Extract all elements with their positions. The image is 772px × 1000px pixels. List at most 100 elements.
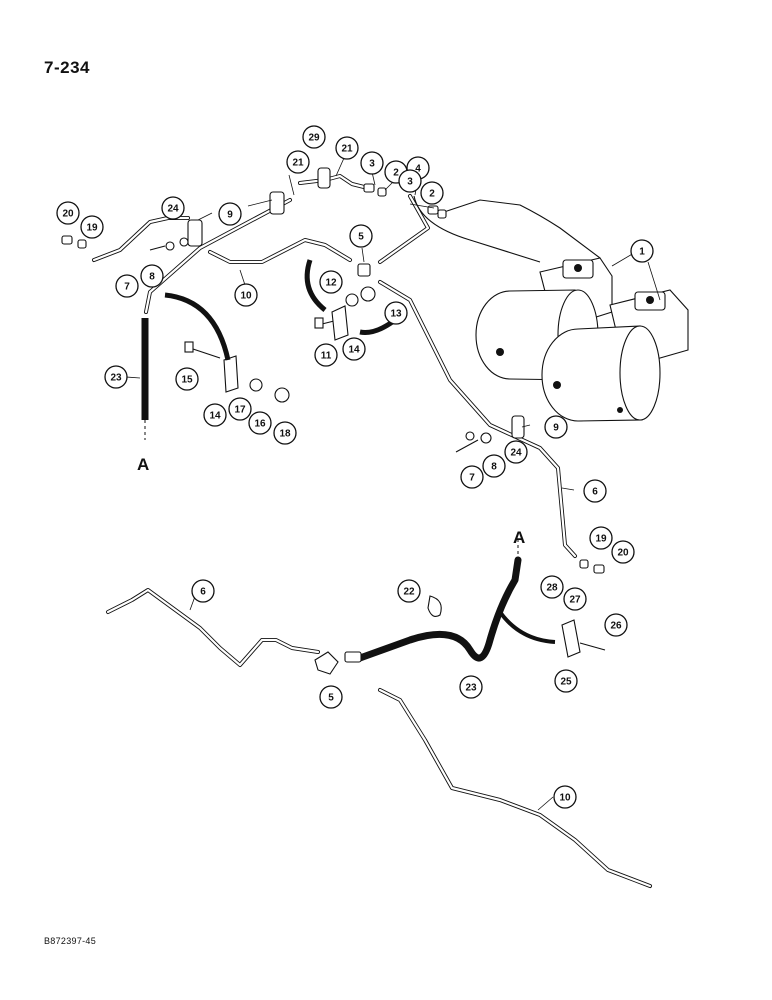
callout-number: 21 [292,158,304,169]
callout-9: 9 [218,202,242,226]
callout-circle [420,181,444,205]
leader-lines [125,157,661,811]
callout-16: 16 [248,411,272,435]
bolts [149,245,606,651]
callout-21: 21 [335,136,359,160]
callout-27: 27 [563,587,587,611]
callout-29: 29 [302,125,326,149]
callout-number: 3 [407,177,413,188]
callout-number: 29 [308,133,320,144]
callout-circle [342,337,366,361]
callout-circle [397,579,421,603]
callout-15: 15 [175,367,199,391]
callout-circle [630,239,654,263]
callout-circle [504,440,528,464]
callout-6: 6 [191,579,215,603]
brackets [223,305,581,658]
callout-circle [349,224,373,248]
callout-circle [360,151,384,175]
callout-number: 24 [167,204,179,215]
callout-10: 10 [234,283,258,307]
callout-circle [228,397,252,421]
callout-24: 24 [161,196,185,220]
fittings [61,183,605,574]
callout-circle [286,150,310,174]
callout-number: 2 [393,168,399,179]
callout-number: 20 [617,548,629,559]
callout-number: 14 [348,345,360,356]
callout-circle [482,454,506,478]
callout-circle [161,196,185,220]
callout-number: 7 [124,282,130,293]
callout-28: 28 [540,575,564,599]
callout-circle [203,403,227,427]
callout-circle [459,675,483,699]
callout-number: 19 [595,534,607,545]
callout-number: 17 [234,405,246,416]
callout-5: 5 [319,685,343,709]
callout-circle [191,579,215,603]
callout-number: 16 [254,419,266,430]
callout-13: 13 [384,301,408,325]
callout-circle [589,526,613,550]
callout-14: 14 [203,403,227,427]
callout-circle [175,367,199,391]
callout-3: 3 [398,169,422,193]
callout-number: 5 [328,693,334,704]
callout-number: 23 [465,683,477,694]
callout-10: 10 [553,785,577,809]
callout-circle [554,669,578,693]
callout-24: 24 [504,440,528,464]
callout-number: 18 [279,429,291,440]
tee-fitting-5-lower [314,651,339,675]
callout-circle [218,202,242,226]
callout-number: 8 [149,272,155,283]
callout-6: 6 [583,479,607,503]
callout-circle [248,411,272,435]
callout-circle [398,169,422,193]
clip-9-upper [187,167,525,439]
callout-number: 22 [403,587,415,598]
callout-25: 25 [554,669,578,693]
callout-number: 2 [429,189,435,200]
callout-circle [563,587,587,611]
clamp-22 [427,595,442,617]
callout-23: 23 [459,675,483,699]
reference-letter-a-lower: A [513,528,525,547]
callout-number: 9 [227,210,233,221]
callout-circle [56,201,80,225]
callout-number: 20 [62,209,74,220]
callout-circle [302,125,326,149]
callout-number: 19 [86,223,98,234]
callout-14: 14 [342,337,366,361]
callout-5: 5 [349,224,373,248]
hose-23-lower [344,540,522,663]
reference-letter-a-upper: A [137,455,149,474]
callout-18: 18 [273,421,297,445]
callout-number: 6 [592,487,598,498]
callout-19: 19 [589,526,613,550]
air-tank-front [541,289,689,422]
callout-circle [140,264,164,288]
callout-circle [104,365,128,389]
callout-circle [460,465,484,489]
callout-number: 13 [390,309,402,320]
callout-circle [553,785,577,809]
callout-3: 3 [360,151,384,175]
callout-number: 4 [415,164,421,175]
callout-number: 12 [325,278,337,289]
callout-number: 9 [553,423,559,434]
callout-circle [611,540,635,564]
callout-number: 23 [110,373,122,384]
callout-number: 8 [491,462,497,473]
callout-number: 3 [369,159,375,170]
callout-11: 11 [314,343,338,367]
callout-circle [384,301,408,325]
callout-circle [583,479,607,503]
callout-23: 23 [104,365,128,389]
callout-9: 9 [544,415,568,439]
callout-circle [540,575,564,599]
callout-circle [335,136,359,160]
callout-7: 7 [460,465,484,489]
callout-21: 21 [286,150,310,174]
